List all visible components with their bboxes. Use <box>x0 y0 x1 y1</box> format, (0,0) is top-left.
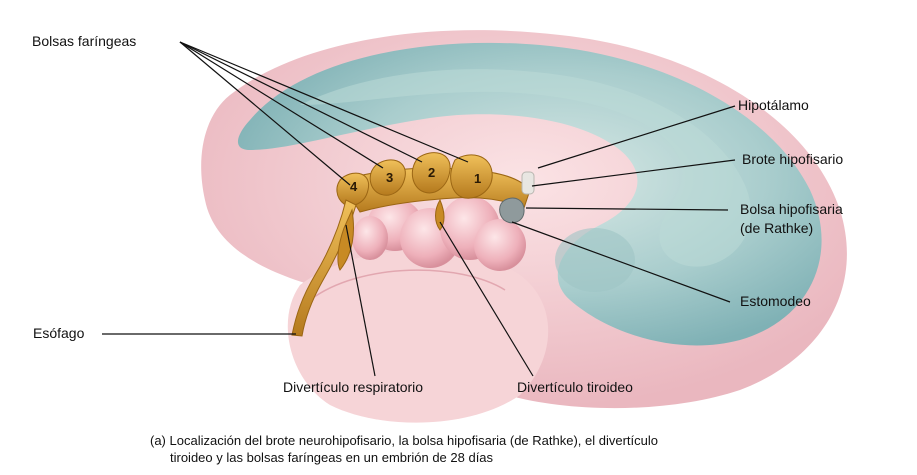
respiratory-diverticulum <box>337 208 354 271</box>
caption-line-1: (a) Localización del brote neurohipofisa… <box>150 433 658 448</box>
label-bolsas-faringeas: Bolsas faríngeas <box>32 33 137 49</box>
lower-pink-outline <box>309 269 506 301</box>
leader-brote-hipofisario <box>531 159 736 187</box>
label-estomodeo: Estomodeo <box>740 293 811 309</box>
leader-diverticulo-respiratorio <box>345 224 376 377</box>
pouch-1 <box>450 154 493 199</box>
pouch-2 <box>411 152 451 194</box>
leader-pouch-2 <box>179 41 423 163</box>
optic-region <box>555 228 635 292</box>
label-diverticulo-tiroideo: Divertículo tiroideo <box>517 379 633 395</box>
leader-pouch-1 <box>179 41 469 163</box>
caption-line-2: tiroideo y las bolsas faríngeas en un em… <box>170 450 494 465</box>
arch-bulb <box>352 216 388 260</box>
thyroid-diverticulum <box>435 198 445 231</box>
neural-tube-inner <box>300 69 751 267</box>
label-esofago: Esófago <box>33 325 85 341</box>
hypophyseal-bud <box>521 171 535 195</box>
leader-pouch-3 <box>179 41 384 169</box>
pouch-number-4: 4 <box>350 179 358 194</box>
pouch-number-1: 1 <box>474 171 481 186</box>
rathke-pouch <box>499 197 525 224</box>
leader-pouch-4 <box>179 41 351 186</box>
leader-bolsa-hipofisaria <box>525 207 729 211</box>
pouch-number-2: 2 <box>428 165 435 180</box>
label-hipotalamo: Hipotálamo <box>738 97 809 113</box>
figure-caption: (a) Localización del brote neurohipofisa… <box>150 432 870 466</box>
leader-diverticulo-tiroideo <box>439 221 534 377</box>
pharyngeal-arches <box>352 196 526 271</box>
arch-bulb <box>474 219 526 271</box>
label-diverticulo-respiratorio: Divertículo respiratorio <box>283 379 424 395</box>
leader-hipotalamo <box>537 105 736 169</box>
leader-estomodeo <box>511 221 731 303</box>
leader-lines <box>102 41 736 377</box>
pouch-3 <box>369 159 406 196</box>
label-de-rathke: (de Rathke) <box>740 220 814 236</box>
label-brote-hipofisario: Brote hipofisario <box>742 151 844 167</box>
pouch-number-3: 3 <box>386 170 393 185</box>
label-bolsa-hipofisaria: Bolsa hipofisaria <box>740 201 843 217</box>
